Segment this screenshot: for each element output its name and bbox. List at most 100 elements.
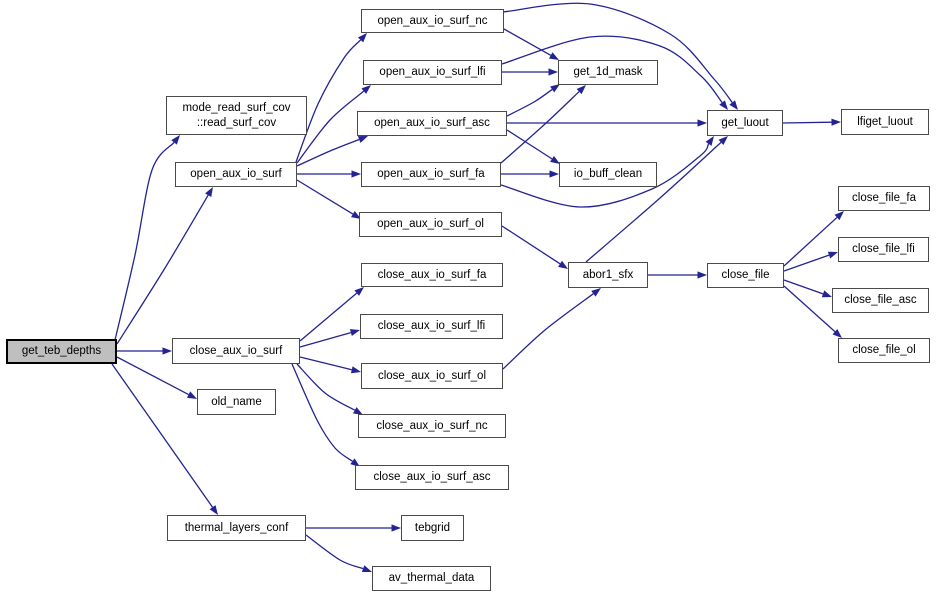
node-label: mode_read_surf_cov ::read_surf_cov (182, 102, 291, 129)
edge-open_aux_io_surf_lfi-to-get_luout (501, 35, 723, 103)
node-close_file[interactable]: close_file (707, 263, 784, 288)
edge-open_aux_io_surf_asc-to-get_1d_mask (506, 88, 553, 117)
node-label: close_file_lfi (852, 243, 915, 256)
node-label: close_aux_io_surf (189, 344, 283, 357)
node-open_aux_io_surf_fa[interactable]: open_aux_io_surf_fa (361, 162, 501, 187)
arrowhead-thermal_layers_conf-to-av_thermal_data (361, 565, 372, 573)
arrowhead-open_aux_io_surf_asc-to-get_luout (697, 119, 707, 127)
node-open_aux_io_surf_ol[interactable]: open_aux_io_surf_ol (359, 212, 502, 237)
node-get_luout[interactable]: get_luout (707, 110, 783, 136)
node-label: open_aux_io_surf_nc (377, 14, 488, 27)
edge-close_aux_io_surf_ol-to-abor1_sfx (502, 293, 594, 370)
edge-open_aux_io_surf_nc-to-get_1d_mask (503, 28, 552, 56)
node-label: get_teb_depths (21, 345, 102, 358)
edge-open_aux_io_surf-to-open_aux_io_surf_nc (295, 39, 362, 163)
edge-get_teb_depths-to-thermal_layers_conf (111, 363, 214, 508)
arrowhead-close_aux_io_surf-to-close_aux_io_surf_lfi (349, 329, 360, 337)
node-get_1d_mask[interactable]: get_1d_mask (558, 60, 658, 85)
arrowhead-get_teb_depths-to-read_surf_cov (171, 135, 180, 145)
node-close_file_lfi[interactable]: close_file_lfi (838, 237, 929, 262)
arrowhead-open_aux_io_surf_fa-to-get_1d_mask (576, 85, 586, 95)
node-lfiget_luout[interactable]: lfiget_luout (841, 109, 929, 135)
arrowhead-close_file-to-close_file_asc (821, 290, 832, 298)
edge-close_aux_io_surf-to-close_aux_io_surf_ol (299, 356, 352, 371)
arrowhead-open_aux_io_surf_nc-to-get_1d_mask (548, 52, 559, 60)
arrowhead-open_aux_io_surf-to-open_aux_io_surf_fa (351, 170, 361, 178)
node-open_aux_io_surf_asc[interactable]: open_aux_io_surf_asc (357, 111, 507, 136)
arrowhead-abor1_sfx-to-get_luout (718, 136, 728, 146)
node-thermal_layers_conf[interactable]: thermal_layers_conf (167, 515, 306, 541)
node-label: open_aux_io_surf (190, 168, 282, 181)
arrowhead-open_aux_io_surf_asc-to-get_1d_mask (550, 84, 560, 93)
node-label: abor1_sfx (582, 268, 634, 281)
node-close_file_asc[interactable]: close_file_asc (832, 288, 929, 313)
node-close_aux_io_surf_fa[interactable]: close_aux_io_surf_fa (361, 263, 503, 287)
node-label: close_aux_io_surf_ol (377, 369, 487, 382)
edge-get_luout-to-lfiget_luout (782, 121, 832, 124)
node-tebgrid[interactable]: tebgrid (401, 515, 464, 541)
arrowhead-open_aux_io_surf_ol-to-abor1_sfx (558, 260, 568, 269)
node-close_file_fa[interactable]: close_file_fa (838, 186, 930, 211)
node-label: get_1d_mask (573, 66, 643, 79)
arrowhead-close_aux_io_surf-to-close_aux_io_surf_ol (350, 366, 361, 374)
arrowhead-get_teb_depths-to-thermal_layers_conf (209, 505, 218, 515)
edge-open_aux_io_surf_nc-to-get_luout (502, 2, 733, 103)
arrowhead-open_aux_io_surf-to-open_aux_io_surf_lfi (361, 85, 371, 94)
edge-get_teb_depths-to-open_aux_io_surf (116, 194, 209, 345)
edge-open_aux_io_surf_fa-to-get_luout (500, 143, 710, 208)
arrowhead-open_aux_io_surf-to-open_aux_io_surf_asc (357, 136, 368, 143)
arrowhead-open_aux_io_surf_nc-to-get_luout (729, 100, 738, 110)
arrowhead-close_aux_io_surf-to-close_aux_io_surf_fa (354, 287, 364, 296)
arrowhead-close_aux_io_surf-to-close_aux_io_surf_nc (352, 407, 363, 415)
node-close_file_ol[interactable]: close_file_ol (838, 338, 930, 363)
arrowhead-thermal_layers_conf-to-tebgrid (391, 524, 401, 532)
node-label: open_aux_io_surf_ol (377, 218, 484, 231)
edge-thermal_layers_conf-to-av_thermal_data (305, 534, 364, 570)
arrowhead-open_aux_io_surf_asc-to-io_buff_clean (550, 155, 560, 164)
arrowhead-close_aux_io_surf-to-close_aux_io_surf_asc (350, 458, 360, 467)
node-label: io_buff_clean (573, 168, 643, 181)
node-av_thermal_data[interactable]: av_thermal_data (372, 566, 491, 591)
edge-close_aux_io_surf-to-close_aux_io_surf_asc (291, 363, 353, 462)
node-abor1_sfx[interactable]: abor1_sfx (568, 262, 648, 288)
node-get_teb_depths: get_teb_depths (6, 339, 117, 364)
node-old_name[interactable]: old_name (197, 389, 276, 415)
node-label: open_aux_io_surf_lfi (379, 66, 486, 79)
node-close_aux_io_surf_asc[interactable]: close_aux_io_surf_asc (355, 465, 509, 490)
node-label: close_file_asc (844, 294, 917, 307)
node-label: open_aux_io_surf_fa (377, 168, 485, 181)
arrowhead-close_file-to-close_file_fa (834, 211, 844, 221)
node-close_aux_io_surf_lfi[interactable]: close_aux_io_surf_lfi (360, 314, 503, 339)
node-label: close_aux_io_surf_fa (377, 268, 487, 281)
node-label: thermal_layers_conf (184, 521, 289, 534)
node-label: lfiget_luout (857, 115, 913, 128)
node-open_aux_io_surf_nc[interactable]: open_aux_io_surf_nc (361, 9, 504, 33)
node-open_aux_io_surf_lfi[interactable]: open_aux_io_surf_lfi (363, 60, 502, 85)
node-close_aux_io_surf[interactable]: close_aux_io_surf (172, 338, 300, 364)
node-label: close_aux_io_surf_asc (373, 471, 491, 484)
node-label: close_file (721, 269, 770, 282)
edge-close_aux_io_surf-to-close_aux_io_surf_nc (296, 363, 356, 411)
node-close_aux_io_surf_ol[interactable]: close_aux_io_surf_ol (361, 363, 503, 389)
edge-close_file-to-close_file_ol (783, 285, 836, 333)
arrowhead-open_aux_io_surf_lfi-to-get_luout (719, 100, 728, 110)
node-label: close_file_ol (852, 344, 916, 357)
edge-close_aux_io_surf-to-close_aux_io_surf_fa (299, 292, 358, 342)
node-read_surf_cov[interactable]: mode_read_surf_cov ::read_surf_cov (166, 96, 307, 135)
arrowhead-close_file-to-close_file_lfi (827, 251, 838, 259)
node-open_aux_io_surf[interactable]: open_aux_io_surf (175, 162, 297, 187)
arrowhead-open_aux_io_surf_fa-to-io_buff_clean (549, 170, 559, 178)
edge-open_aux_io_surf_fa-to-get_1d_mask (500, 91, 580, 164)
arrowhead-open_aux_io_surf-to-open_aux_io_surf_nc (357, 33, 367, 43)
node-close_aux_io_surf_nc[interactable]: close_aux_io_surf_nc (358, 414, 506, 438)
node-label: get_luout (721, 116, 769, 129)
edge-abor1_sfx-to-get_luout (585, 141, 722, 263)
arrowhead-get_teb_depths-to-open_aux_io_surf (205, 187, 213, 198)
arrowhead-close_file-to-close_file_ol (832, 328, 842, 338)
node-io_buff_clean[interactable]: io_buff_clean (559, 162, 657, 187)
node-label: tebgrid (414, 521, 451, 534)
edge-close_file-to-close_file_fa (783, 216, 838, 267)
arrowhead-open_aux_io_surf_fa-to-get_luout (705, 136, 714, 146)
arrowhead-open_aux_io_surf_lfi-to-get_1d_mask (548, 68, 558, 76)
edge-close_file-to-close_file_asc (783, 279, 824, 295)
